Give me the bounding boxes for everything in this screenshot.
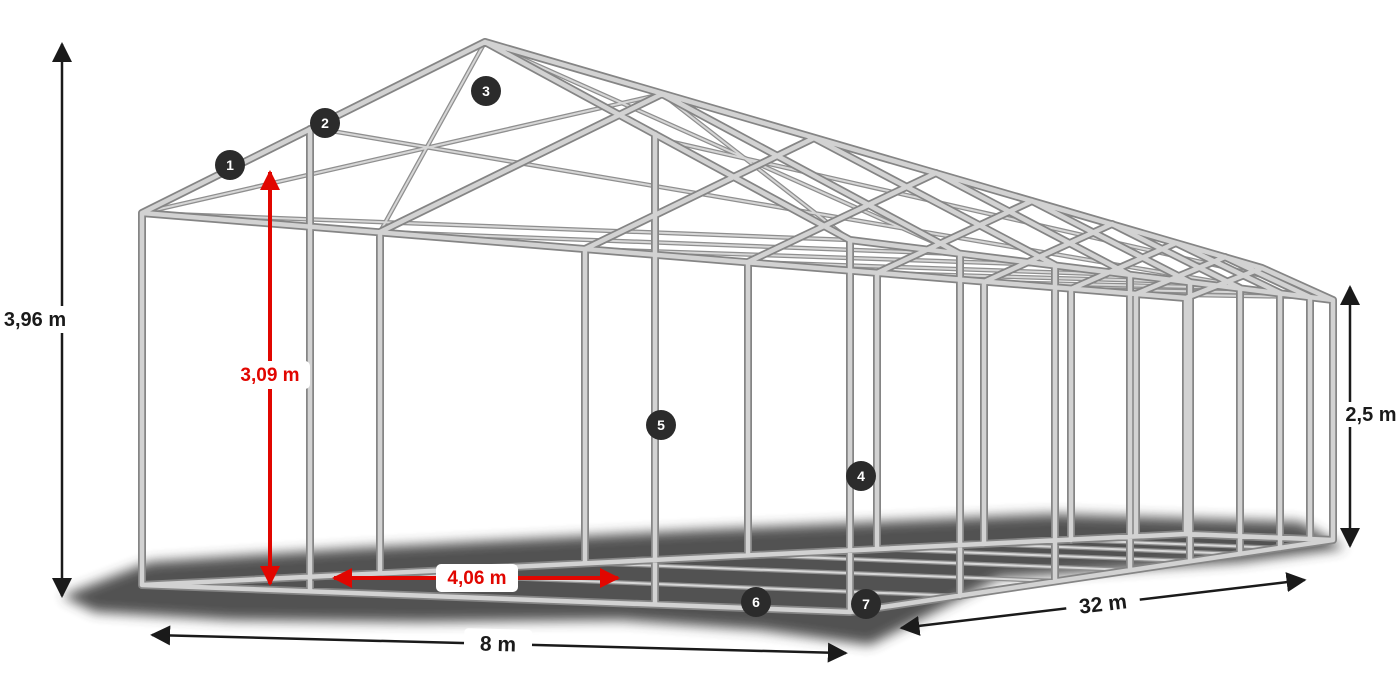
part-marker-7-number: 7 <box>862 596 870 612</box>
length-label-bg <box>1064 585 1141 622</box>
ridge-height-label-bg <box>2 306 68 333</box>
entrance-height-label: 3,09 m <box>240 365 299 386</box>
part-marker-4[interactable]: 4 <box>846 461 876 491</box>
part-marker-4-number: 4 <box>857 468 865 484</box>
entrance-height-dimension: 3,09 m <box>230 170 310 586</box>
part-marker-1[interactable]: 1 <box>215 150 245 180</box>
entrance-width-dimension: 4,06 m <box>332 564 620 592</box>
part-marker-4-circle[interactable] <box>846 461 876 491</box>
entrance-height-label-bg <box>230 361 310 389</box>
part-marker-1-circle[interactable] <box>215 150 245 180</box>
length-dimension: 32 m <box>899 572 1307 636</box>
width-dimension: 8 m <box>150 625 848 663</box>
part-marker-2-number: 2 <box>321 115 329 131</box>
part-marker-1-number: 1 <box>226 157 234 173</box>
part-marker-6-circle[interactable] <box>741 587 771 617</box>
length-label: 32 m <box>1078 590 1128 619</box>
side-height-dimension: 2,5 m <box>1340 285 1398 548</box>
ridge-height-label: 3,96 m <box>4 309 66 331</box>
part-marker-2-circle[interactable] <box>310 108 340 138</box>
part-marker-3-number: 3 <box>482 83 490 99</box>
part-marker-5[interactable]: 5 <box>646 410 676 440</box>
entrance-width-label: 4,06 m <box>447 568 506 589</box>
ridge-height-dimension: 3,96 m <box>2 42 72 598</box>
part-marker-6-number: 6 <box>752 594 760 610</box>
part-marker-7[interactable]: 7 <box>851 589 881 619</box>
width-label-bg <box>463 628 533 659</box>
side-height-label-bg <box>1344 402 1398 427</box>
part-marker-6[interactable]: 6 <box>741 587 771 617</box>
entrance-width-label-bg <box>436 564 518 592</box>
part-marker-2[interactable]: 2 <box>310 108 340 138</box>
part-marker-5-circle[interactable] <box>646 410 676 440</box>
side-height-label: 2,5 m <box>1345 404 1396 426</box>
part-marker-7-circle[interactable] <box>851 589 881 619</box>
part-marker-5-number: 5 <box>657 417 665 433</box>
part-marker-3-circle[interactable] <box>471 76 501 106</box>
width-label: 8 m <box>480 633 517 657</box>
part-marker-3[interactable]: 3 <box>471 76 501 106</box>
